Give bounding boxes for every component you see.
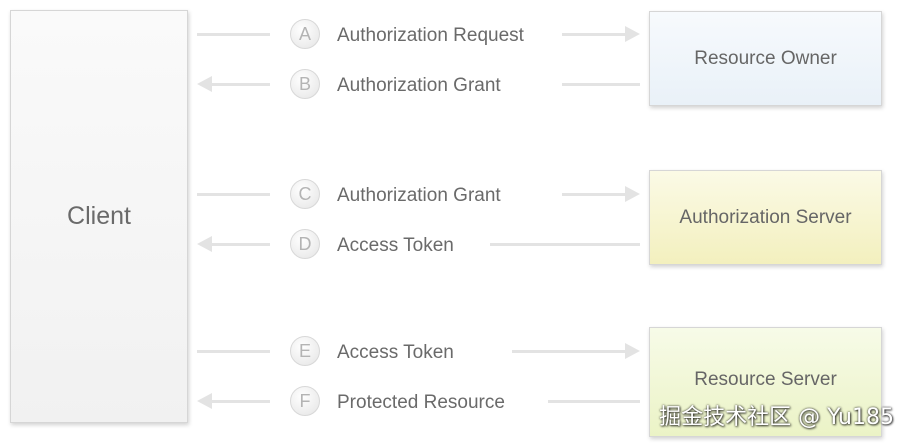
step-f-label: Protected Resource — [337, 392, 505, 413]
step-d-line-right — [490, 243, 640, 246]
step-f-marker: F — [290, 386, 320, 416]
watermark: 掘金技术社区 @ Yu185 — [659, 405, 894, 430]
step-a-letter: A — [298, 23, 311, 44]
step-e-label: Access Token — [337, 342, 454, 363]
step-c-letter: C — [298, 183, 312, 204]
step-b-arrowhead-left — [197, 76, 212, 92]
step-b-line-left — [211, 83, 270, 86]
step-d-arrowhead-left — [197, 236, 212, 252]
step-e-letter: E — [298, 340, 311, 361]
step-c-marker: C — [290, 179, 320, 209]
resource-server-box: Resource Server — [649, 327, 882, 437]
step-e-line-left — [197, 350, 270, 353]
resource-owner-label: Resource Owner — [694, 47, 837, 69]
step-d-letter: D — [298, 233, 312, 254]
step-f-line-right — [548, 400, 640, 403]
authorization-server-box: Authorization Server — [649, 170, 882, 265]
step-c-line-right — [562, 193, 626, 196]
step-d-marker: D — [290, 229, 320, 259]
step-f-letter: F — [299, 390, 311, 411]
authorization-server-label: Authorization Server — [679, 206, 852, 228]
step-a-label: Authorization Request — [337, 25, 524, 46]
step-a-line-right — [562, 33, 626, 36]
step-b-letter: B — [298, 73, 311, 94]
step-d-line-left — [211, 243, 270, 246]
resource-server-label: Resource Server — [694, 368, 837, 390]
client-box: Client — [10, 10, 188, 423]
step-d-label: Access Token — [337, 235, 454, 256]
step-b-line-right — [562, 83, 640, 86]
step-e-marker: E — [290, 336, 320, 366]
resource-owner-box: Resource Owner — [649, 11, 882, 106]
step-b-marker: B — [290, 69, 320, 99]
step-b-label: Authorization Grant — [337, 75, 501, 96]
step-f-arrowhead-left — [197, 393, 212, 409]
step-c-line-left — [197, 193, 270, 196]
client-label: Client — [67, 202, 131, 230]
step-c-label: Authorization Grant — [337, 185, 501, 206]
step-f-line-left — [211, 400, 270, 403]
step-e-arrowhead-right — [625, 343, 640, 359]
step-c-arrowhead-right — [625, 186, 640, 202]
step-a-arrowhead-right — [625, 26, 640, 42]
step-a-marker: A — [290, 19, 320, 49]
step-a-line-left — [197, 33, 270, 36]
step-e-line-right — [512, 350, 626, 353]
